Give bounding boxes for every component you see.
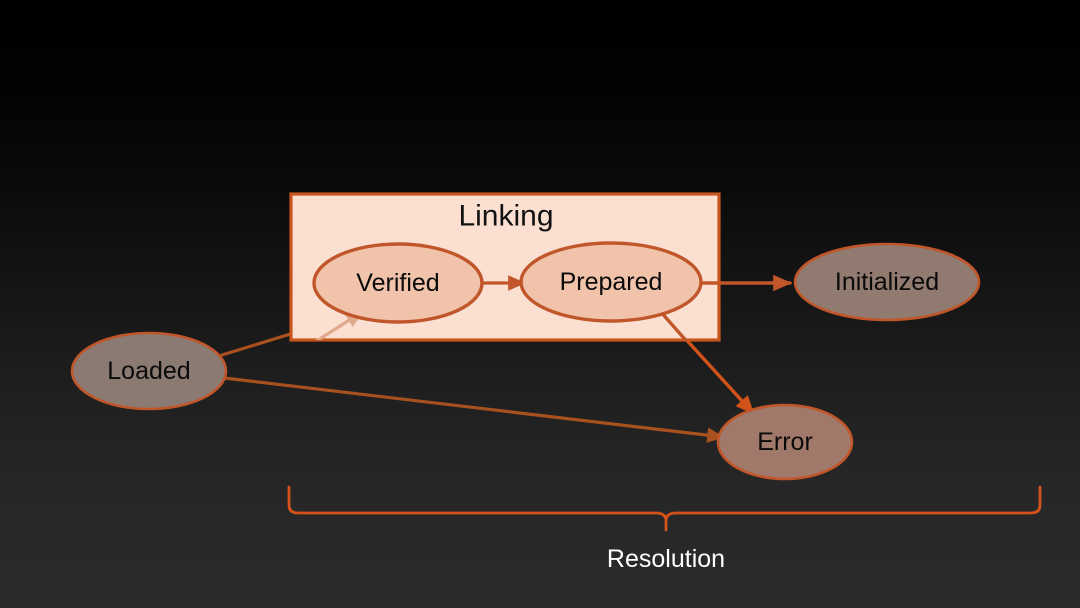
linking-group-title: Linking	[458, 200, 553, 233]
node-initialized[interactable]: Initialized	[793, 242, 981, 322]
edge-prepared-error-stub	[658, 309, 688, 340]
node-loaded-label: Loaded	[107, 357, 190, 385]
node-initialized-label: Initialized	[835, 268, 939, 296]
node-prepared-label: Prepared	[560, 268, 663, 296]
resolution-bracket: Resolution	[287, 485, 1042, 573]
node-verified[interactable]: Verified	[312, 242, 484, 324]
node-prepared[interactable]: Prepared	[519, 241, 703, 323]
node-prepared-shape[interactable]	[519, 241, 703, 323]
node-error-shape[interactable]	[716, 403, 854, 481]
node-error[interactable]: Error	[716, 403, 854, 481]
node-initialized-shape[interactable]	[793, 242, 981, 322]
node-verified-label: Verified	[356, 269, 439, 297]
resolution-bracket-path	[287, 485, 1042, 532]
node-error-label: Error	[757, 428, 813, 456]
node-verified-shape[interactable]	[312, 242, 484, 324]
edge-loaded-error	[222, 376, 725, 443]
node-loaded-shape[interactable]	[70, 331, 228, 411]
resolution-bracket-label: Resolution	[607, 545, 725, 573]
edge-loaded-verified-inner	[315, 310, 364, 340]
edges-inside-group	[315, 275, 719, 340]
node-loaded[interactable]: Loaded	[70, 331, 228, 411]
